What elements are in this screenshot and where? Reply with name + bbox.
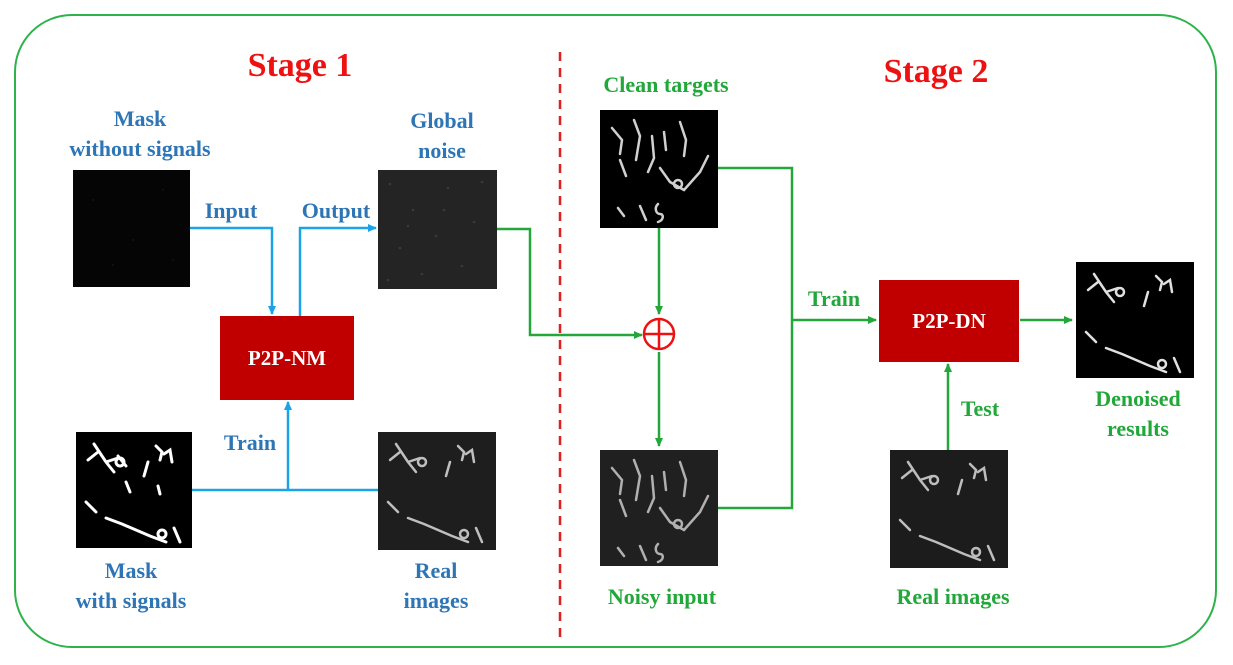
- stage2-title: Stage 2: [883, 53, 989, 90]
- output-arrow: [298, 224, 377, 316]
- p2p-nm-box: P2P-NM: [220, 316, 354, 400]
- p2p-nm-label: P2P-NM: [247, 345, 327, 370]
- mask-with-signals-image: [76, 432, 192, 548]
- mask-without-signals-label: Mask without signals: [69, 106, 211, 161]
- test-label: Test: [960, 396, 1000, 421]
- input-arrow: [190, 226, 276, 315]
- denoised-results-label: Denoised results: [1095, 386, 1181, 441]
- p2p-dn-label: P2P-DN: [912, 308, 986, 333]
- denoised-results-image: [1076, 262, 1194, 378]
- train-label-stage2: Train: [807, 286, 861, 311]
- mask-with-signals-label: Mask with signals: [75, 558, 187, 613]
- input-label: Input: [204, 198, 258, 223]
- real-images-stage1-image: [378, 432, 496, 550]
- stage1-title: Stage 1: [247, 47, 353, 84]
- p2p-dn-box: P2P-DN: [879, 280, 1019, 362]
- real-images-label-stage2: Real images: [896, 584, 1010, 609]
- rounded-frame: [14, 14, 1217, 648]
- output-label: Output: [301, 198, 371, 223]
- sum-icon: [642, 317, 676, 351]
- clean-targets-label: Clean targets: [603, 72, 729, 97]
- global-noise-label: Global noise: [410, 108, 474, 163]
- clean-train-connector: [718, 166, 794, 510]
- train-label-stage1: Train: [223, 430, 277, 455]
- clean-targets-image: [600, 110, 718, 228]
- noisy-input-image: [600, 450, 718, 566]
- noisy-input-label: Noisy input: [607, 584, 717, 609]
- mask-without-signals-image: [73, 170, 190, 287]
- real-images-label-stage1: Real images: [403, 558, 469, 613]
- global-noise-image: [378, 170, 497, 289]
- real-images-stage2-image: [890, 450, 1008, 568]
- noise-to-sum-arrow: [497, 227, 643, 339]
